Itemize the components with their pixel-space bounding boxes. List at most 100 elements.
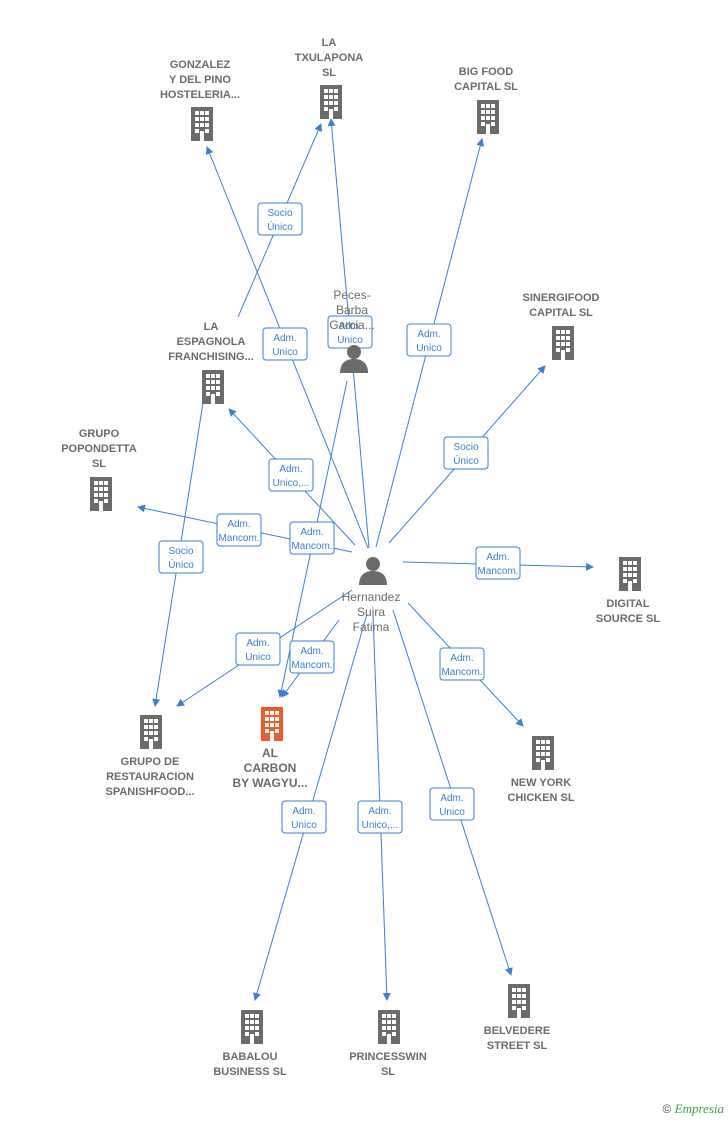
edge-label-text: Socio [453, 442, 478, 453]
node-label-newyork: NEW YORK [511, 777, 571, 789]
node-label-gonzalez: Y DEL PINO [169, 74, 231, 86]
building-icon [320, 85, 342, 119]
node-label-alcarbon: CARBON [244, 761, 297, 775]
edge-label-text: Socio [168, 546, 193, 557]
building-icon [202, 370, 224, 404]
node-label-txulapona: SL [322, 67, 336, 79]
edge-label-text: Socio [267, 208, 292, 219]
edge-label-text: Adm. [246, 638, 269, 649]
node-label-peces: Peces- [333, 288, 370, 302]
building-icon [477, 100, 499, 134]
copyright-symbol: © [662, 1102, 672, 1116]
footer-brand: © Empresia [662, 1101, 724, 1117]
node-newyork[interactable]: NEW YORK CHICKEN SL [507, 736, 575, 804]
node-label-grupores: SPANISHFOOD... [105, 786, 194, 798]
edge-label-box [268, 458, 314, 492]
edge-label-text: Adm. [338, 321, 361, 332]
edge-label-text: Adm. [227, 519, 250, 530]
edge-label-text: Mancom. [441, 667, 482, 678]
node-label-alcarbon: AL [262, 746, 278, 760]
brand-name: Empresia [674, 1101, 724, 1116]
building-icon [532, 736, 554, 770]
node-label-popondetta: POPONDETTA [61, 443, 137, 455]
edge-label-text: Adm. [300, 646, 323, 657]
node-label-gonzalez: GONZALEZ [170, 59, 231, 71]
node-peces[interactable]: Peces-BarbaGarcia... [329, 288, 375, 373]
edge-label-text: Único [267, 220, 293, 233]
node-grupores[interactable]: GRUPO DE RESTAURACION SPANISHFOOD... [105, 715, 195, 798]
edge-label-text: Unico [416, 343, 442, 354]
person-icon [340, 345, 368, 373]
node-label-gonzalez: HOSTELERIA... [160, 89, 240, 101]
edge-label-box [289, 521, 335, 555]
edge-label-text: Mancom. [477, 566, 518, 577]
edge-label-text: Adm. [417, 329, 440, 340]
edge-label-text: Único [453, 454, 479, 467]
node-label-espagnola: LA [204, 321, 219, 333]
edge-label-text: Mancom. [291, 541, 332, 552]
node-gonzalez[interactable]: GONZALEZ Y DEL PINO HOSTELERIA... [160, 59, 240, 141]
node-espagnola[interactable]: LAESPAGNOLAFRANCHISING... [168, 321, 254, 404]
node-popondetta[interactable]: GRUPO POPONDETTA SL [61, 428, 137, 511]
node-label-grupores: RESTAURACION [106, 771, 194, 783]
edge-label-text: Mancom. [218, 533, 259, 544]
node-sinergifood[interactable]: SINERGIFOOD CAPITAL SL [522, 292, 600, 360]
edge-label-hernandez-to-newyork[interactable]: Adm.Mancom. [439, 647, 485, 681]
edge-label-hernandez-to-gonzalez[interactable]: Adm.Unico [262, 327, 308, 361]
node-label-hernandez: Hernandez [342, 590, 401, 604]
edge-label-hernandez-to-bigfood[interactable]: Adm. Unico [406, 323, 452, 357]
node-label-belvedere: STREET SL [487, 1040, 548, 1052]
building-icon [241, 1010, 263, 1044]
node-label-popondetta: GRUPO [79, 428, 120, 440]
edge-label-text: Adm. [273, 333, 296, 344]
edge-label-text: Unico [439, 807, 465, 818]
edge-label-text: Mancom. [291, 660, 332, 671]
edge-label-box [439, 647, 485, 681]
edge-label-hernandez-to-belvedere[interactable]: Adm. Unico [429, 787, 475, 821]
node-label-sinergifood: SINERGIFOOD [522, 292, 599, 304]
edge-label-box [216, 513, 262, 547]
node-txulapona[interactable]: LA TXULAPONA SL [295, 37, 364, 119]
edge-label-hernandez-to-popondetta[interactable]: Adm. Mancom. [216, 513, 262, 547]
node-label-newyork: CHICKEN SL [507, 792, 575, 804]
building-icon [378, 1010, 400, 1044]
edge-label-hernandez-to-babalou[interactable]: Adm.Unico [281, 800, 327, 834]
edge-label-text: Unico,... [362, 820, 399, 831]
edge-label-hernandez-to-grupores[interactable]: Adm. Unico [235, 632, 281, 666]
node-label-peces: Barba [336, 303, 368, 317]
edge-label-text: Unico [337, 335, 363, 346]
edge-label-hernandez-to-princesswin[interactable]: Adm.Unico,... [357, 800, 403, 834]
edge-label-box [262, 327, 308, 361]
edge-label-hernandez-to-alcarbon[interactable]: Adm. Mancom. [289, 640, 335, 674]
node-label-popondetta: SL [92, 458, 106, 470]
edge-label-peces-to-alcarbon[interactable]: Adm.Mancom. [289, 521, 335, 555]
edge-label-text: Adm. [440, 793, 463, 804]
node-label-espagnola: ESPAGNOLA [177, 336, 246, 348]
building-icon [508, 984, 530, 1018]
node-label-grupores: GRUPO DE [121, 756, 180, 768]
edge-label-text: Adm. [486, 552, 509, 563]
edge-label-box [475, 546, 521, 580]
edge-label-hernandez-to-espagnola[interactable]: Adm.Unico,... [268, 458, 314, 492]
node-label-txulapona: LA [322, 37, 337, 49]
edge-label-text: Unico,... [273, 478, 310, 489]
node-label-hernandez: Suira [357, 605, 385, 619]
edge-label-box [257, 202, 303, 236]
edge-label-hernandez-to-digital[interactable]: Adm. Mancom. [475, 546, 521, 580]
edge-label-text: Adm. [292, 806, 315, 817]
node-label-txulapona: TXULAPONA [295, 52, 364, 64]
building-icon [552, 326, 574, 360]
node-label-sinergifood: CAPITAL SL [529, 307, 593, 319]
edge-label-text: Unico [245, 652, 271, 663]
